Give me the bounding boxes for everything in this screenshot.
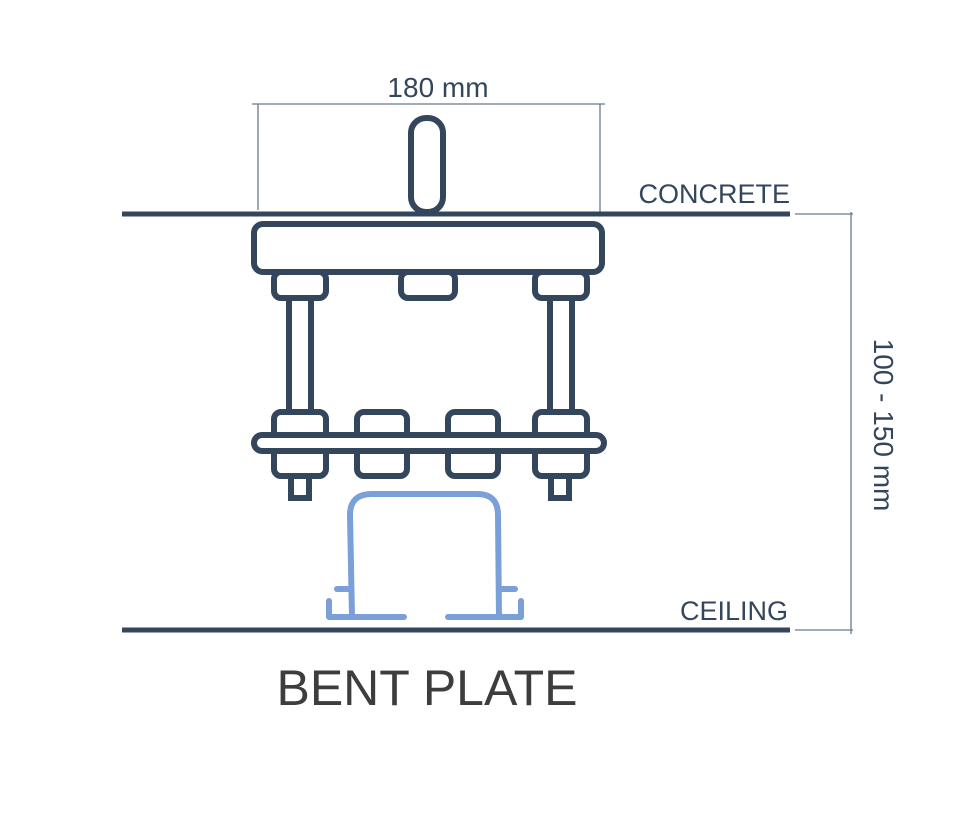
height-dimension-label: 100 - 150 mm — [868, 339, 899, 512]
diagram-title: BENT PLATE — [276, 660, 577, 716]
threaded-rod — [547, 295, 575, 415]
rod-end — [548, 473, 572, 501]
width-dimension: 180 mm — [252, 72, 605, 212]
width-dimension-label: 180 mm — [387, 72, 488, 103]
top-plate — [251, 221, 605, 275]
height-dimension: 100 - 150 mm — [795, 212, 899, 634]
ceiling-channel — [326, 491, 524, 620]
bent-plate-bar — [251, 432, 607, 454]
threaded-rod — [286, 295, 314, 415]
nut — [532, 269, 590, 301]
nut — [271, 269, 329, 301]
ceiling-label: CEILING — [680, 596, 788, 626]
nut — [398, 269, 458, 301]
rod-end — [288, 473, 312, 501]
anchor-bolt — [408, 115, 446, 215]
concrete-label: CONCRETE — [638, 179, 790, 209]
